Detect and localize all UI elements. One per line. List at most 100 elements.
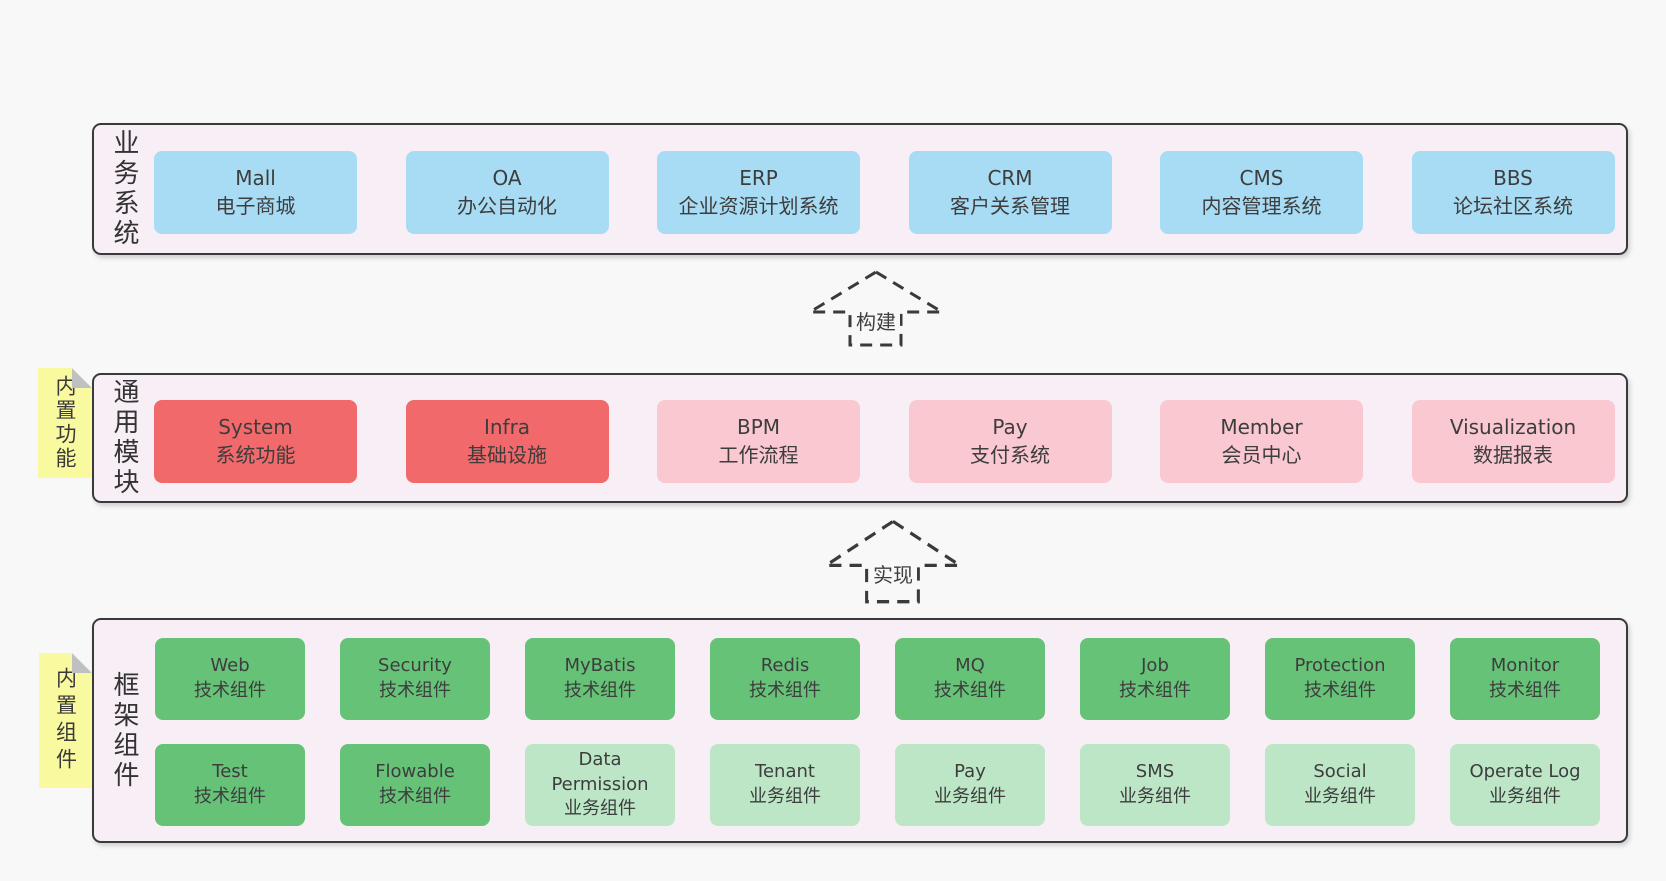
module-box-infra: Infra 基础设施 (405, 400, 609, 483)
module-box-redis: Redis 技术组件 (710, 638, 860, 720)
module-box-test: Test 技术组件 (155, 744, 305, 826)
build-arrow: 构建 (806, 268, 946, 348)
box-title: Web (210, 655, 250, 677)
box-subtitle: 数据报表 (1473, 442, 1553, 467)
sticky-note-text: 内置功能 (53, 375, 77, 471)
box-subtitle: 技术组件 (379, 680, 451, 701)
module-box-mybatis: MyBatis 技术组件 (525, 638, 675, 720)
module-box-pay: Pay 业务组件 (895, 744, 1045, 826)
module-box-visualization: Visualization 数据报表 (1411, 400, 1615, 483)
box-subtitle: 技术组件 (379, 786, 451, 807)
box-title: BPM (736, 414, 781, 439)
implement-arrow: 实现 (822, 517, 964, 605)
module-box-mall: Mall 电子商城 (154, 151, 357, 234)
module-box-erp: ERP 企业资源计划系统 (657, 151, 860, 234)
module-box-oa: OA 办公自动化 (405, 151, 609, 234)
box-title: MQ (955, 655, 985, 677)
box-title: Pay (992, 414, 1028, 439)
folded-corner-icon (72, 653, 92, 673)
module-box-mq: MQ 技术组件 (895, 638, 1045, 720)
box-title: Data Permission (551, 748, 649, 795)
box-title: Mall (235, 165, 276, 190)
box-subtitle: 基础设施 (467, 442, 547, 467)
box-subtitle: 办公自动化 (457, 193, 557, 218)
box-subtitle: 支付系统 (970, 442, 1050, 467)
up-arrow-icon (806, 270, 946, 347)
box-title: Protection (1294, 655, 1386, 677)
box-title: Security (378, 655, 452, 677)
box-subtitle: 论坛社区系统 (1453, 193, 1573, 218)
module-box-social: Social 业务组件 (1265, 744, 1415, 826)
box-subtitle: 技术组件 (1489, 680, 1561, 701)
up-arrow-icon (822, 519, 964, 604)
box-subtitle: 企业资源计划系统 (678, 193, 839, 218)
business-systems-row: Mall 电子商城 OA 办公自动化 ERP 企业资源计划系统 CRM 客户关系管理 CMS 内容… (154, 151, 1615, 234)
module-box-cms: CMS 内容管理系统 (1160, 151, 1363, 234)
sticky-note-text: 内置组件 (53, 666, 78, 775)
box-title: ERP (739, 165, 778, 190)
folded-corner-icon (72, 368, 92, 388)
box-subtitle: 技术组件 (1119, 680, 1191, 701)
box-subtitle: 业务组件 (564, 798, 636, 820)
box-title: Infra (483, 414, 531, 439)
box-subtitle: 技术组件 (564, 680, 636, 701)
band-label-components: 框架组件 (109, 670, 139, 791)
box-title: CMS (1239, 165, 1284, 190)
box-title: System (218, 414, 293, 439)
box-title: Job (1141, 655, 1169, 677)
box-title: CRM (987, 165, 1033, 190)
band-business-systems: 业务系统 Mall 电子商城 OA 办公自动化 ERP 企业资源计划系统 CRM 客户关系管理… (92, 123, 1628, 255)
band-label-modules: 通用模块 (109, 378, 139, 498)
module-box-flowable: Flowable 技术组件 (340, 744, 490, 826)
box-subtitle: 技术组件 (934, 680, 1006, 701)
box-subtitle: 工作流程 (718, 442, 799, 467)
box-subtitle: 业务组件 (934, 786, 1006, 807)
box-title: Pay (954, 761, 986, 783)
box-subtitle: 业务组件 (1489, 786, 1561, 807)
box-title: Social (1313, 761, 1367, 783)
box-title: MyBatis (564, 655, 636, 677)
module-box-system: System 系统功能 (154, 400, 357, 483)
box-title: BBS (1493, 165, 1533, 190)
box-title: Flowable (375, 761, 455, 783)
sticky-note-builtin-functions: 内置功能 (38, 368, 92, 478)
box-subtitle: 技术组件 (194, 786, 266, 807)
module-box-bpm: BPM 工作流程 (657, 400, 860, 483)
band-label-business: 业务系统 (109, 129, 139, 249)
box-title: OA (492, 165, 522, 190)
box-title: Test (212, 761, 248, 783)
box-subtitle: 电子商城 (215, 193, 296, 218)
box-title: Redis (760, 655, 810, 677)
sticky-note-builtin-components: 内置组件 (39, 653, 92, 788)
box-subtitle: 业务组件 (749, 786, 821, 807)
module-box-monitor: Monitor 技术组件 (1450, 638, 1600, 720)
implement-arrow-label: 实现 (869, 563, 917, 587)
box-subtitle: 客户关系管理 (950, 193, 1070, 218)
module-box-job: Job 技术组件 (1080, 638, 1230, 720)
box-subtitle: 技术组件 (749, 680, 821, 701)
box-subtitle: 技术组件 (194, 680, 266, 701)
box-subtitle: 系统功能 (215, 442, 296, 467)
module-box-web: Web 技术组件 (155, 638, 305, 720)
box-title: Visualization (1449, 414, 1577, 439)
module-box-crm: CRM 客户关系管理 (908, 151, 1112, 234)
module-box-protection: Protection 技术组件 (1265, 638, 1415, 720)
band-common-modules: 通用模块 System 系统功能 Infra 基础设施 BPM 工作流程 Pay 支付系统 Me… (92, 373, 1628, 503)
box-subtitle: 业务组件 (1304, 786, 1376, 807)
module-box-pay: Pay 支付系统 (908, 400, 1112, 483)
box-title: Tenant (755, 761, 815, 783)
build-arrow-label: 构建 (852, 310, 900, 334)
box-subtitle: 会员中心 (1221, 442, 1302, 467)
module-box-tenant: Tenant 业务组件 (710, 744, 860, 826)
box-subtitle: 内容管理系统 (1201, 193, 1322, 218)
box-title: Monitor (1490, 655, 1560, 677)
module-box-bbs: BBS 论坛社区系统 (1411, 151, 1615, 234)
box-subtitle: 技术组件 (1304, 680, 1376, 701)
